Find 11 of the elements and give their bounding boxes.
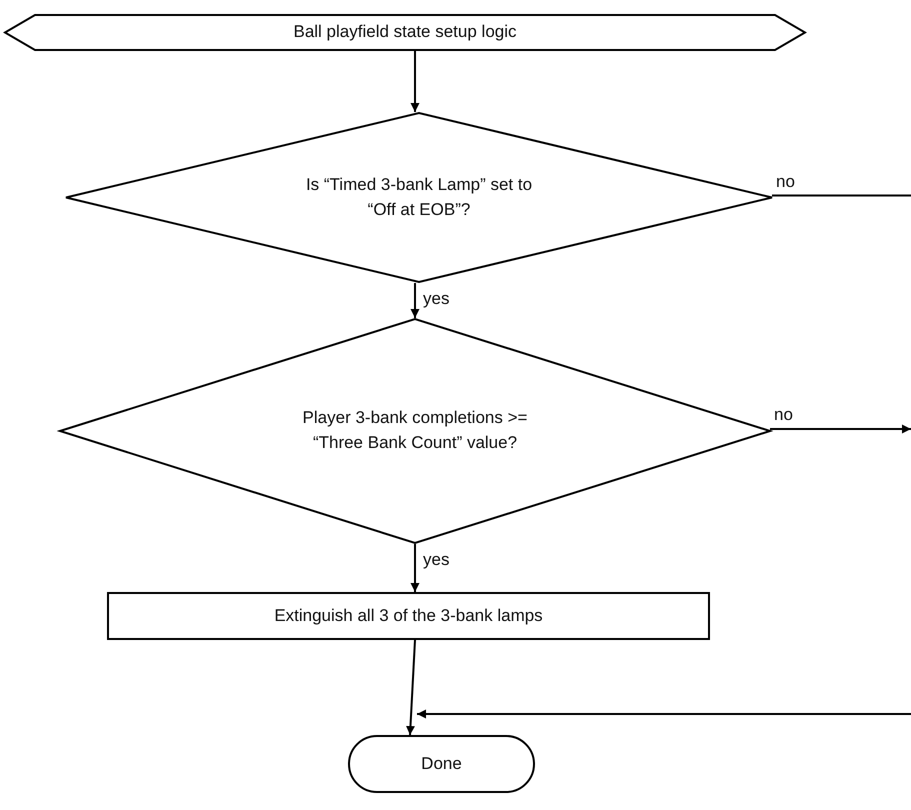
arrow [770, 424, 911, 434]
arrow [410, 283, 420, 318]
node-label: Is “Timed 3-bank Lamp” set to “Off at EOB”? [304, 174, 534, 220]
node-label: Ball playfield state setup logic [292, 21, 518, 44]
node-label: Player 3-bank completions >= “Three Bank Count” value? [302, 407, 528, 454]
arrow [406, 640, 416, 736]
arrow [410, 51, 420, 112]
node-label: Done [420, 752, 463, 775]
arrow [417, 710, 911, 718]
arrow [410, 544, 420, 592]
node-label: Extinguish all 3 of the 3-bank lamps [273, 604, 544, 627]
